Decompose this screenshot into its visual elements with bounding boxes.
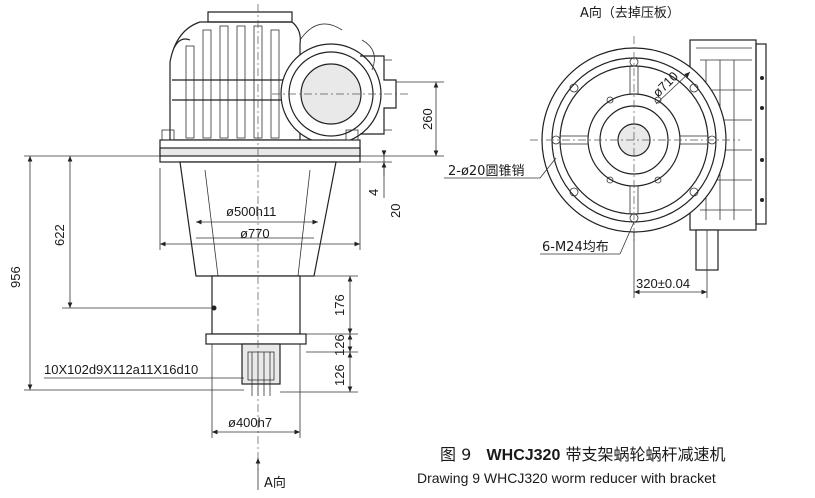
- caption-model: WHCJ320: [486, 447, 561, 464]
- dim-260: 260: [420, 108, 435, 130]
- dim-622: 622: [52, 224, 67, 246]
- end-view: A向（去掉压板）: [444, 5, 767, 298]
- caption-title-cn: 带支架蜗轮蜗杆减速机: [565, 445, 726, 464]
- output-housing: [205, 275, 307, 396]
- dim-176: 176: [332, 294, 347, 316]
- dim-4: 4: [366, 189, 381, 196]
- dim-956: 956: [8, 266, 23, 288]
- dim-770: ø770: [240, 226, 270, 241]
- dim-400h7: ø400h7: [228, 415, 272, 430]
- caption-english: Drawing 9 WHCJ320 worm reducer with brac…: [417, 470, 716, 486]
- pins-callout: 2-ø20圆锥销: [448, 164, 524, 179]
- caption-chinese: 图 9 WHCJ320 带支架蜗轮蜗杆减速机: [440, 441, 725, 465]
- spline-spec: 10X102d9X112a11X16d10: [44, 362, 198, 377]
- dim-126-upper: 126: [332, 334, 347, 356]
- dim-320: 320±0.04: [636, 276, 690, 291]
- dim-20: 20: [388, 204, 403, 218]
- view-arrow-label: A向: [264, 475, 286, 491]
- end-view-title: A向（去掉压板）: [580, 5, 680, 21]
- bolts-callout: 6-M24均布: [542, 240, 609, 255]
- dim-126-lower: 126: [332, 364, 347, 386]
- dim-500h11: ø500h11: [226, 204, 276, 219]
- caption-number: 图 9: [440, 445, 472, 464]
- gearbox-housing: [159, 11, 397, 163]
- side-view: 260 4 20 ø500h11 ø770 622 956 176 126 12…: [8, 4, 444, 491]
